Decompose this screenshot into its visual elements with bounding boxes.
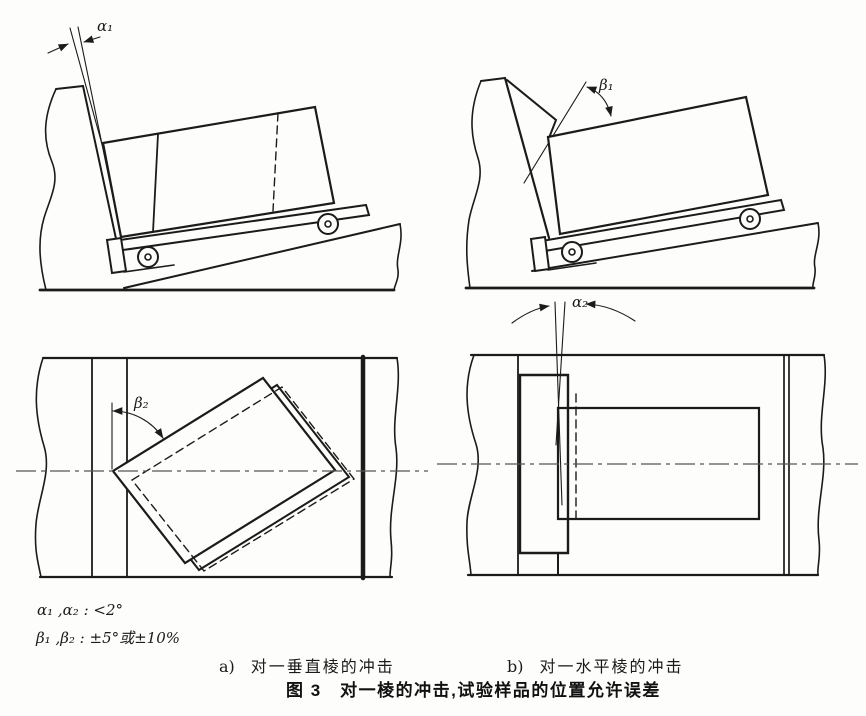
wheel-hub xyxy=(746,215,754,223)
trolley-wheel xyxy=(317,213,339,235)
subcaption-a-index: a) xyxy=(219,657,235,676)
box-front-edge xyxy=(152,133,159,233)
wheel-hub xyxy=(324,220,332,228)
alpha1-arrow-left xyxy=(47,43,69,54)
figure-caption: 图 3 对一棱的冲击,试验样品的位置允许误差 xyxy=(286,681,661,700)
plan-view-aligned xyxy=(466,300,827,577)
alpha2-label: α₂ xyxy=(572,293,588,311)
wall-band xyxy=(466,353,827,577)
subcaption-b-text: 对一水平棱的冲击 xyxy=(539,659,684,676)
ground xyxy=(464,222,820,290)
wheel-hub xyxy=(568,248,576,256)
alpha1-arrow-right xyxy=(83,35,101,43)
test-sample-box xyxy=(556,393,761,524)
subcaption-a: a) 对一垂直棱的冲击 xyxy=(219,653,395,677)
trolley-bracket xyxy=(123,264,175,273)
tolerance-note-beta: β₁ ,β₂ : ±5°或±10% xyxy=(36,629,181,647)
wall xyxy=(465,76,558,289)
plan-view-rotated xyxy=(34,354,400,581)
wall-wedge xyxy=(506,79,558,139)
tolerance-note-alpha: α₁ ,α₂ : <2° xyxy=(37,601,124,619)
band-wavy-right xyxy=(389,357,400,578)
trolley-wheel xyxy=(561,241,583,263)
band-wavy-left xyxy=(466,354,480,576)
ground-wavy-edge xyxy=(393,223,402,291)
alpha1-guide-lines xyxy=(47,26,122,238)
test-sample-box xyxy=(111,376,356,572)
edge-fixture xyxy=(518,373,570,576)
beta2-arc xyxy=(112,407,164,439)
wall-wavy-edge xyxy=(39,88,57,291)
side-view-tilted xyxy=(464,76,820,290)
wheel-hub xyxy=(144,253,152,261)
beta1-arc xyxy=(586,86,613,117)
ground xyxy=(38,223,402,292)
alpha2-arrow-right xyxy=(585,300,636,322)
alpha1-label: α₁ xyxy=(97,17,113,35)
wall xyxy=(39,85,119,291)
test-sample-box xyxy=(546,95,770,236)
wall-band xyxy=(34,354,400,581)
trolley-bracket xyxy=(547,262,597,271)
trolley xyxy=(529,198,786,273)
beta1-label: β₁ xyxy=(598,76,614,94)
box-hidden-edge xyxy=(272,112,279,212)
trolley-stop xyxy=(529,235,551,273)
ground-wavy-edge xyxy=(812,222,820,289)
alpha2-guide-lines xyxy=(511,300,636,506)
subcaption-b-index: b) xyxy=(507,657,524,676)
band-wavy-left xyxy=(34,357,48,578)
trolley-wheel xyxy=(739,208,761,230)
subcaption-a-text: 对一垂直棱的冲击 xyxy=(250,659,395,676)
subcaption-b: b) 对一水平棱的冲击 xyxy=(507,653,684,677)
wall-wavy-edge xyxy=(465,80,482,289)
alpha2-arrow-left xyxy=(511,303,550,324)
test-sample-box xyxy=(101,105,336,239)
beta1-reference-line xyxy=(523,81,587,184)
trolley xyxy=(105,203,371,275)
beta2-label: β₂ xyxy=(133,394,149,412)
trolley-wheel xyxy=(137,246,159,268)
side-view-vertical-edge xyxy=(38,26,402,292)
box-hidden-outline xyxy=(130,386,356,572)
band-wavy-right xyxy=(817,354,827,576)
